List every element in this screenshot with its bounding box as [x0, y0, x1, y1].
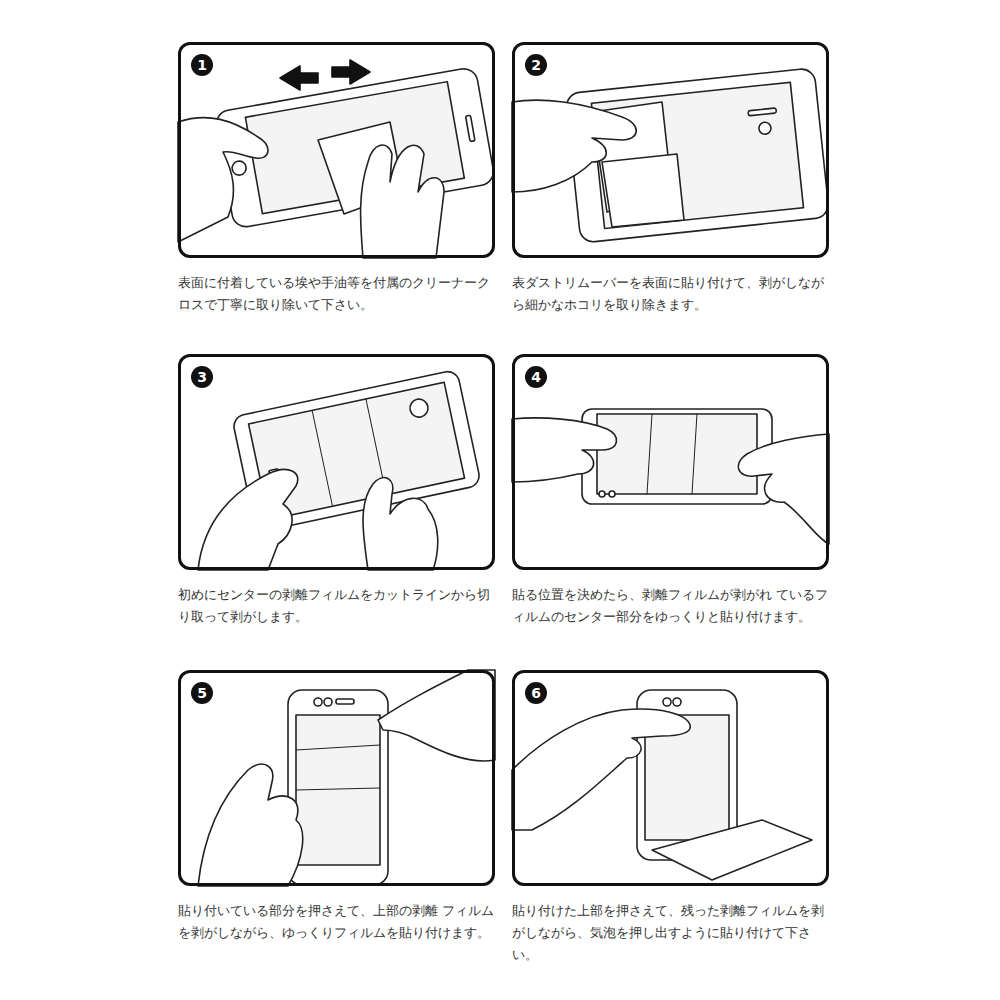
step-number: 2 [525, 54, 547, 76]
panel-frame: 3 [178, 354, 495, 570]
step-panel: 5 貼り付いている部分を押さえて、上部の剥離 フィルムを剥がしながら、ゆっくりフィ… [178, 670, 498, 944]
step-caption: 貼る位置を決めたら、剥離フィルムが剥がれ ているフィルムのセンター部分をゆっくり… [512, 584, 832, 628]
peel-center-illustration [198, 369, 481, 570]
step-panel: 6 貼り付けた上部を押さえて、残った剥離フィルムを剥がしながら、気泡を押し出すよう… [512, 670, 832, 966]
panel-frame: 2 [512, 42, 829, 258]
step-caption: 貼り付いている部分を押さえて、上部の剥離 フィルムを剥がしながら、ゆっくりフィル… [178, 900, 498, 944]
apply-center-illustration [512, 409, 829, 544]
step-number: 1 [191, 54, 213, 76]
panel-frame: 4 [512, 354, 829, 570]
step-panel: 3 初めにセンターの剥離フィルムをカットラインから切り取って剥がします。 [178, 354, 498, 628]
panel-frame: 5 [178, 670, 495, 886]
apply-top-illustration [198, 670, 495, 886]
step-caption: 貼り付けた上部を押さえて、残った剥離フィルムを剥がしながら、気泡を押し出すように… [512, 900, 832, 966]
panel-frame: 6 [512, 670, 829, 886]
cleaning-illustration [178, 60, 496, 258]
dust-remover-illustration [512, 68, 830, 243]
step-number: 5 [191, 682, 213, 704]
step-number: 4 [525, 366, 547, 388]
step-number: 6 [525, 682, 547, 704]
step-panel: 4 貼る位置を決めたら、剥離フィルムが剥がれ ているフィルムのセンター部分をゆっく… [512, 354, 832, 628]
step-caption: 初めにセンターの剥離フィルムをカットラインから切り取って剥がします。 [178, 584, 498, 628]
step-panel: 2 表ダストリムーバーを表面に貼り付けて、剥がしながら細かなホコリを取り除きます。 [512, 42, 832, 316]
step-caption: 表ダストリムーバーを表面に貼り付けて、剥がしながら細かなホコリを取り除きます。 [512, 272, 832, 316]
press-bubbles-illustration [512, 690, 812, 880]
step-number: 3 [191, 366, 213, 388]
panel-frame: 1 [178, 42, 495, 258]
step-panel: 1 表面に付着している埃や手油等を付属のクリーナークロスで丁寧に取り除いて下さい。 [178, 42, 498, 316]
step-caption: 表面に付着している埃や手油等を付属のクリーナークロスで丁寧に取り除いて下さい。 [178, 272, 498, 316]
